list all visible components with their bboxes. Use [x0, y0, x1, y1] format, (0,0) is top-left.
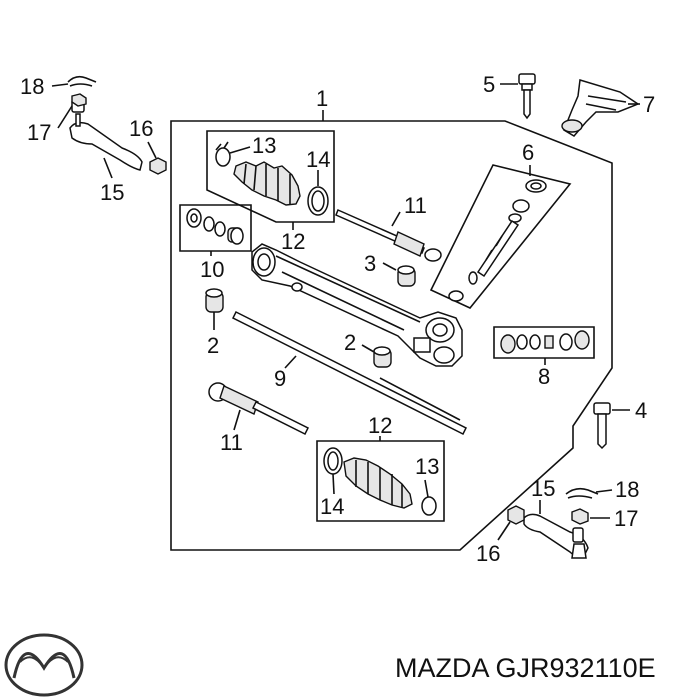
bushing-part-2b [373, 346, 392, 368]
callout-16-right: 16 [476, 541, 500, 566]
nut-part-17b [571, 508, 589, 525]
bushing-part-3 [397, 265, 416, 287]
boot-kit-box-upper [206, 130, 335, 223]
callout-18-right: 18 [615, 477, 639, 502]
valve-parts [448, 179, 547, 302]
cotter-pin-part-18b [565, 487, 599, 499]
nut-part-16a [149, 157, 167, 175]
callout-7: 7 [643, 92, 655, 117]
bushing-part-2a [205, 288, 224, 313]
callout-9: 9 [274, 366, 286, 391]
seal-kit-box [493, 326, 595, 359]
bushing-kit-box [179, 204, 252, 252]
callout-11-upper: 11 [404, 193, 427, 218]
clamp-part [215, 141, 231, 167]
callout-14-lower: 14 [320, 494, 344, 519]
callout-17-left: 17 [27, 120, 51, 145]
bolt-part-5 [518, 73, 536, 120]
clamp-part-lower [421, 496, 437, 516]
rack-housing-part [251, 243, 463, 367]
callout-8: 8 [538, 364, 550, 389]
callout-2-right: 2 [344, 330, 356, 355]
rack-bar-part [231, 310, 468, 436]
nut-part-17a [71, 93, 87, 107]
callout-14-upper: 14 [306, 147, 330, 172]
mount-bracket-part [561, 79, 640, 137]
callout-11-lower: 11 [220, 430, 243, 455]
callout-10: 10 [200, 257, 224, 282]
callout-2-left: 2 [207, 333, 219, 358]
cotter-pin-part-18a [67, 75, 97, 87]
callout-15-right: 15 [531, 476, 555, 501]
bushing-set-part [186, 208, 244, 245]
callout-13-upper: 13 [252, 133, 276, 158]
callout-13-lower: 13 [415, 454, 439, 479]
callout-12-upper: 12 [281, 229, 305, 254]
inner-tie-rod-part-upper [335, 208, 442, 262]
boot-part [233, 161, 301, 206]
valve-kit-box [429, 164, 572, 309]
nut-part-16b [507, 505, 525, 525]
callout-3: 3 [364, 251, 376, 276]
assembly-outline [170, 120, 613, 551]
tie-rod-end-part-right [523, 513, 589, 559]
boot-part-lower [343, 457, 413, 509]
ring-part [307, 186, 329, 216]
callout-16-left: 16 [129, 116, 153, 141]
callout-17-right: 17 [614, 506, 638, 531]
seal-set-part [500, 330, 590, 354]
part-number-caption: MAZDA GJR932110E [395, 653, 656, 683]
callout-4: 4 [635, 398, 647, 423]
callout-1: 1 [316, 86, 328, 111]
boot-kit-box-lower [316, 440, 445, 522]
callout-5: 5 [483, 72, 495, 97]
callout-18-left: 18 [20, 74, 44, 99]
bolt-part-4 [593, 402, 611, 450]
inner-tie-rod-part-lower [208, 382, 310, 436]
callout-6: 6 [522, 140, 534, 165]
callout-12-lower: 12 [368, 413, 392, 438]
leader-lines [51, 83, 640, 541]
ring-part-lower [323, 447, 343, 475]
mazda-logo-icon [4, 633, 84, 697]
callout-15-left: 15 [100, 180, 124, 205]
